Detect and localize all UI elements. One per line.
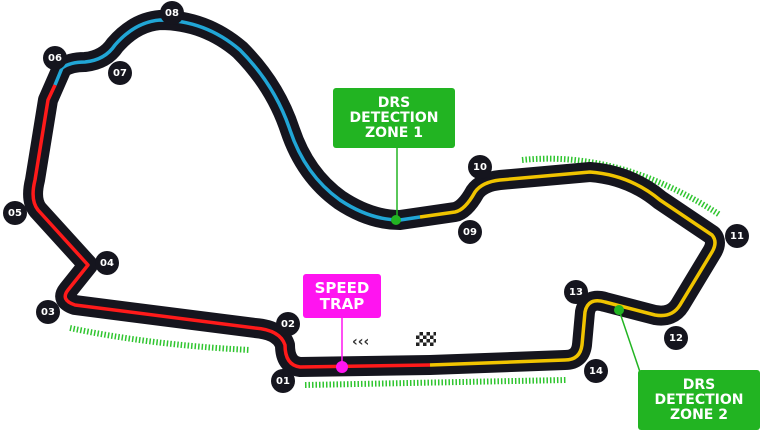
- turn-05: 05: [3, 201, 27, 225]
- turn-09: 09: [458, 220, 482, 244]
- label-line: TRAP: [319, 295, 365, 313]
- turn-04: 04: [95, 251, 119, 275]
- label-line: DETECTION: [654, 391, 744, 408]
- sector-3-line: [419, 170, 717, 367]
- drs-zone-2: [304, 377, 567, 388]
- label-line: ZONE 2: [670, 406, 728, 423]
- sector-1-line: [31, 84, 431, 369]
- turn-11: 11: [725, 224, 749, 248]
- drs-zone-1: [69, 325, 251, 353]
- speed-trap-point: [336, 361, 348, 373]
- direction-arrows-icon: ‹‹‹: [352, 334, 370, 350]
- turn-08: 08: [160, 1, 184, 25]
- turn-02: 02: [276, 312, 300, 336]
- turn-14: 14: [584, 359, 608, 383]
- sector-2-line: [53, 18, 421, 222]
- checkered-flag-icon: [416, 332, 436, 346]
- drs-detection-zone-1-label: DRS DETECTION ZONE 1: [333, 88, 455, 148]
- turn-12: 12: [664, 326, 688, 350]
- label-line: SPEED: [314, 279, 370, 297]
- turn-06: 06: [43, 46, 67, 70]
- speed-trap-label: SPEED TRAP: [303, 274, 381, 318]
- drs-detection-point-1: [391, 215, 401, 225]
- drs-detection-point-2: [614, 305, 624, 315]
- turn-07: 07: [108, 61, 132, 85]
- label-line: DRS: [377, 94, 411, 111]
- label-line: DRS: [682, 376, 716, 393]
- label-line: ZONE 1: [365, 124, 423, 141]
- turn-13: 13: [564, 280, 588, 304]
- turn-10: 10: [468, 155, 492, 179]
- label-line: DETECTION: [349, 109, 439, 126]
- drs-detection-zone-2-label: DRS DETECTION ZONE 2: [638, 370, 760, 430]
- turn-01: 01: [271, 369, 295, 393]
- turn-03: 03: [36, 300, 60, 324]
- drs-zones: [69, 155, 722, 388]
